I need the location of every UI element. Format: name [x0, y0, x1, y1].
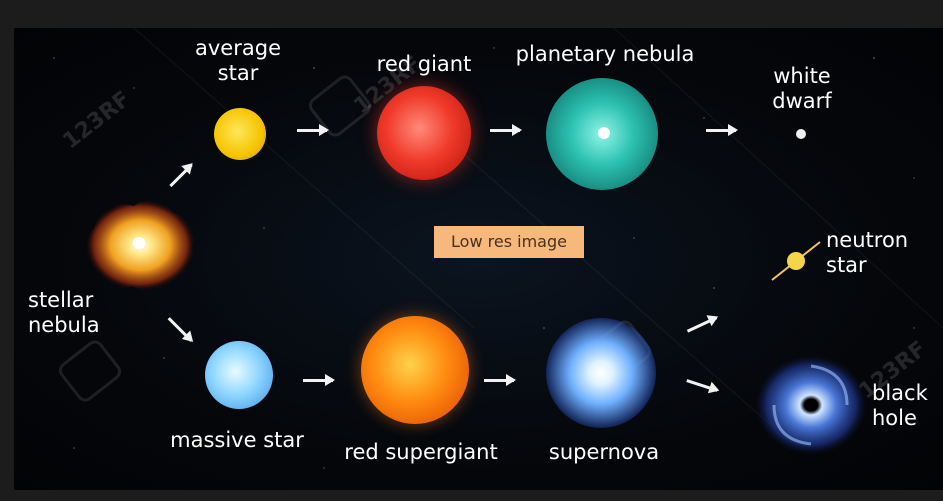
arrow-massive-to-supergiant: [303, 374, 335, 386]
red-giant-image: [377, 86, 471, 180]
white-dwarf-image: [796, 129, 806, 139]
label-red-giant: red giant: [376, 52, 472, 76]
label-black-hole: black hole: [872, 381, 928, 430]
starfield: [53, 28, 943, 469]
supernova-image: [546, 318, 656, 428]
label-average-star: average star: [195, 36, 281, 85]
arrow-redgiant-to-nebula: [490, 124, 522, 136]
average-star-image: [214, 108, 266, 160]
low-res-badge: Low res image: [434, 226, 584, 258]
arrow-nebula-to-whitedwarf: [706, 124, 738, 136]
label-massive-star: massive star: [170, 428, 304, 452]
neutron-star-image: [771, 241, 821, 281]
diagram-canvas: 123RF 123RF 123RF: [14, 28, 943, 490]
label-planetary-nebula: planetary nebula: [515, 42, 695, 66]
arrow-average-to-redgiant: [297, 124, 329, 136]
planetary-nebula-core: [598, 127, 610, 139]
label-red-supergiant: red supergiant: [344, 440, 498, 464]
stellar-nebula-image: [85, 199, 196, 291]
massive-star-image: [205, 341, 273, 409]
label-supernova: supernova: [548, 440, 660, 464]
red-supergiant-image: [361, 316, 469, 424]
label-neutron-star: neutron star: [826, 228, 909, 277]
label-white-dwarf: white dwarf: [772, 64, 832, 113]
black-hole-image: [755, 355, 867, 455]
arrow-supergiant-to-supernova: [484, 374, 516, 386]
label-stellar-nebula: stellar nebula: [28, 288, 100, 337]
